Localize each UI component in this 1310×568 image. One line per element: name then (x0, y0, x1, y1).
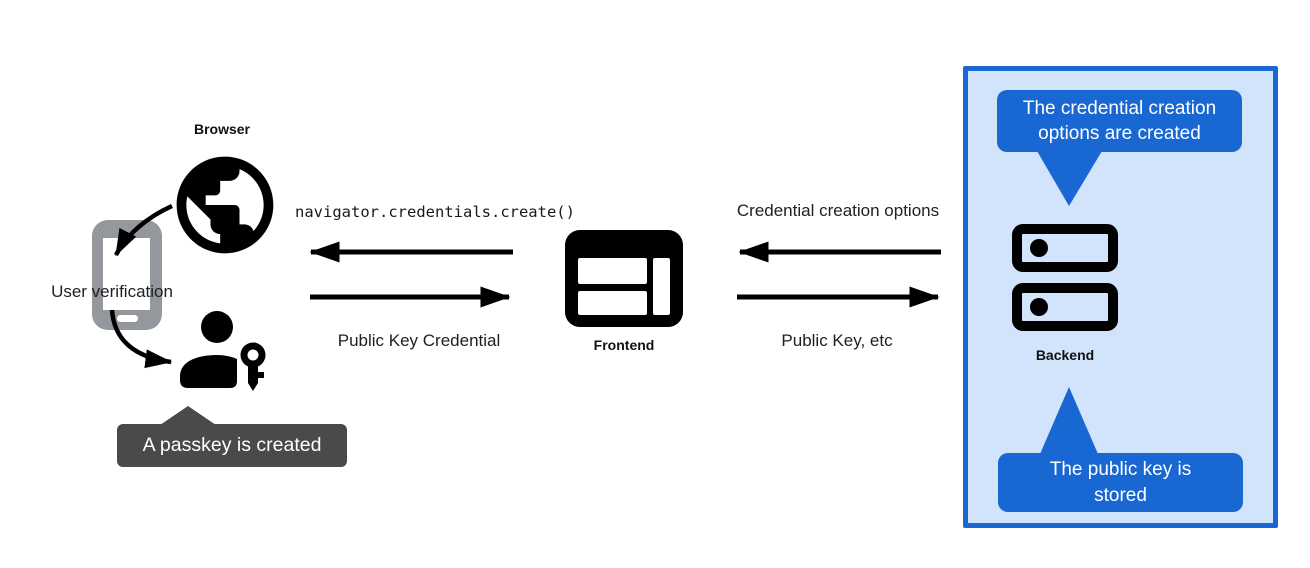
create-call-label: navigator.credentials.create() (295, 203, 575, 221)
smartphone-icon (92, 220, 162, 330)
callout-pointer-down (1037, 151, 1102, 206)
frontend-label: Frontend (593, 337, 655, 353)
public-key-etc-label: Public Key, etc (781, 331, 893, 350)
user-verification-label: User verification (51, 282, 173, 301)
globe-icon (167, 147, 283, 263)
credential-creation-options-label: Credential creation options (736, 201, 940, 220)
person-key-icon (178, 310, 270, 392)
passkey-created-text: A passkey is created (142, 434, 322, 456)
callout-pointer-up (1040, 387, 1098, 454)
server-stack-icon (1012, 224, 1118, 332)
key-stored-line1: The public key is (1049, 459, 1192, 481)
backend-panel: The credential creation options are crea… (963, 66, 1278, 528)
options-created-line2: options are created (1038, 123, 1201, 144)
callout-pointer-up (160, 406, 216, 425)
key-stored-callout: The public key is stored (998, 387, 1243, 512)
browser-window-icon (565, 230, 683, 327)
key-stored-line2: stored (1094, 484, 1147, 506)
options-created-callout: The credential creation options are crea… (997, 90, 1242, 206)
options-created-line1: The credential creation (1022, 97, 1217, 119)
backend-label: Backend (1035, 347, 1095, 363)
public-key-credential-label: Public Key Credential (337, 331, 501, 350)
browser-label: Browser (193, 121, 251, 137)
passkey-created-callout: A passkey is created (117, 406, 347, 467)
